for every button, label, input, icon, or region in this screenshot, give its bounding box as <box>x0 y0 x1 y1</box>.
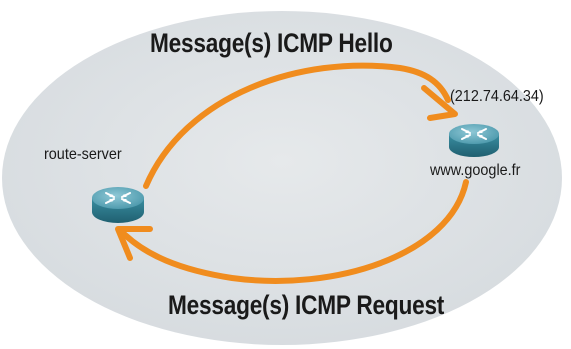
node-google-label: www.google.fr <box>430 162 521 179</box>
hello-label: Message(s) ICMP Hello <box>150 28 393 58</box>
node-google-ip-label: (212.74.64.34) <box>450 88 544 105</box>
background-ellipse <box>2 11 562 345</box>
request-label: Message(s) ICMP Request <box>168 290 445 320</box>
router-icon <box>449 124 499 157</box>
node-route-server-label: route-server <box>44 146 122 163</box>
request-arrow <box>115 179 469 284</box>
hello-arrow <box>143 62 458 189</box>
router-icon <box>92 187 144 223</box>
